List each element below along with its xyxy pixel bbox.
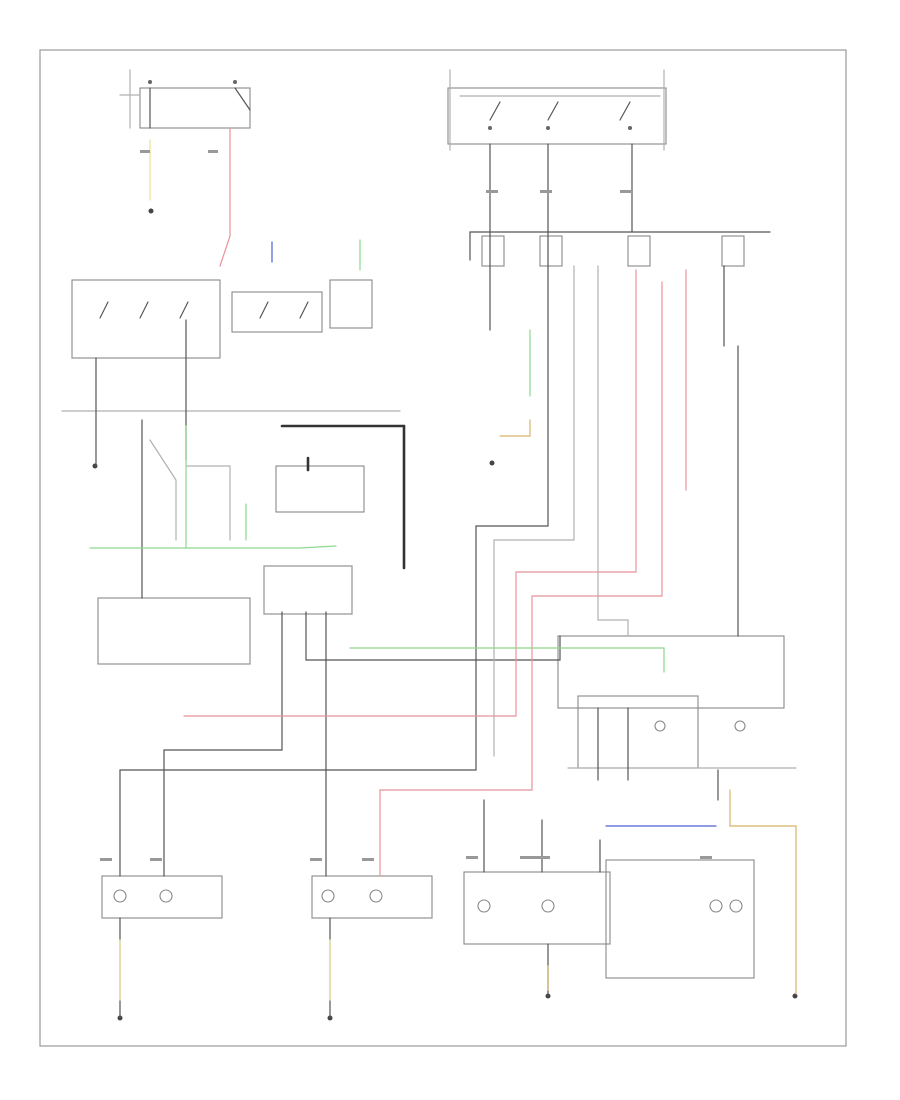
wires-yellow <box>119 139 331 1001</box>
wires-green <box>89 239 665 673</box>
ground-symbols <box>92 208 798 1021</box>
connector-labels <box>100 150 712 861</box>
headlight-switch <box>447 87 667 145</box>
wires-black <box>95 143 739 1019</box>
wires-red <box>183 127 687 877</box>
front-lamp-right <box>311 875 433 919</box>
rear-lamp-left <box>463 871 611 945</box>
wires-tan <box>499 419 797 995</box>
flasher-module <box>97 424 406 665</box>
ignition-switch <box>119 80 251 129</box>
wires-gray <box>129 69 665 757</box>
front-lamp-left <box>101 875 223 919</box>
connector-block <box>557 635 797 769</box>
relay-block <box>71 279 373 359</box>
rear-lamp-right <box>605 859 755 979</box>
diagram-frame <box>39 49 847 1047</box>
fuse-bus <box>469 231 771 267</box>
wires-blue <box>271 241 717 827</box>
